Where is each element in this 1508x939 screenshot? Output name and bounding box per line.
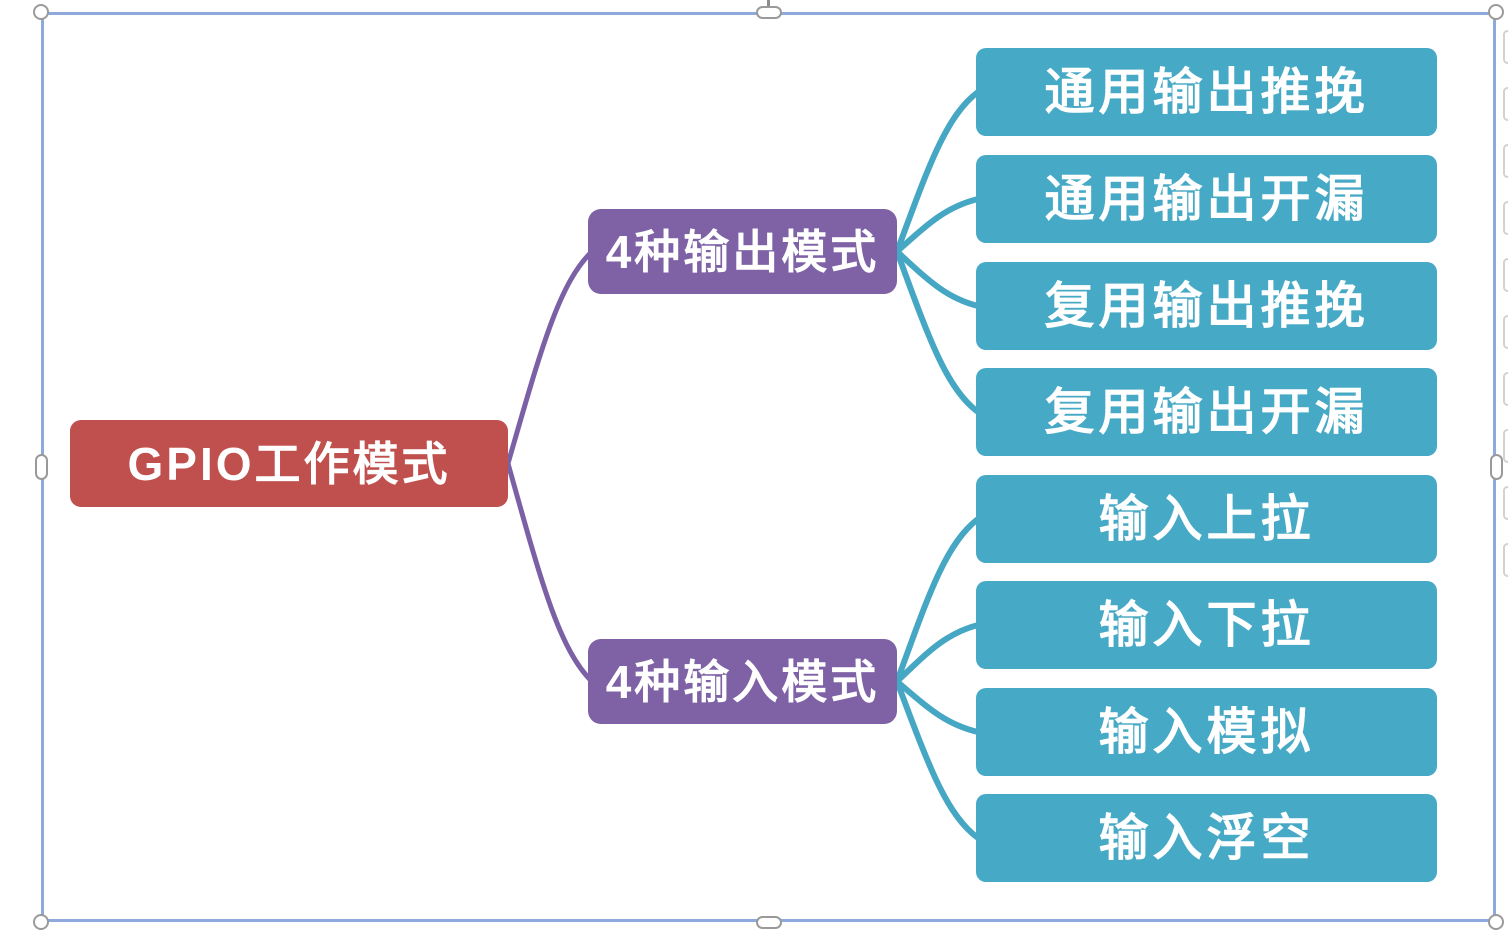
leaf-node-input-analog[interactable]: 输入模拟	[976, 688, 1437, 776]
cutoff-shape-edge	[1503, 30, 1508, 64]
leaf-node-label: 复用输出开漏	[1044, 384, 1369, 440]
leaf-node-input-floating[interactable]: 输入浮空	[976, 794, 1437, 882]
rotate-handle[interactable]	[767, 0, 770, 9]
leaf-node-general-output-opendrain[interactable]: 通用输出开漏	[976, 155, 1437, 243]
cutoff-shape-edge	[1503, 429, 1508, 463]
leaf-node-label: 输入上拉	[1098, 491, 1315, 547]
leaf-node-label: 输入模拟	[1098, 704, 1315, 760]
resize-handle-bottom-center[interactable]	[756, 916, 782, 929]
leaf-node-label: 通用输出开漏	[1044, 171, 1369, 227]
resize-handle-middle-left[interactable]	[35, 454, 48, 480]
branch-node-output-modes[interactable]: 4种输出模式	[588, 209, 897, 294]
leaf-node-label: 通用输出推挽	[1044, 64, 1369, 120]
cutoff-shape-edge	[1503, 201, 1508, 235]
cutoff-shape-edge	[1503, 315, 1508, 349]
root-node-gpio-modes[interactable]: GPIO工作模式	[70, 420, 508, 507]
leaf-node-label: 输入浮空	[1098, 810, 1315, 866]
resize-handle-bottom-right[interactable]	[1488, 914, 1504, 930]
branch-node-label: 4种输入模式	[605, 655, 880, 708]
resize-handle-bottom-left[interactable]	[33, 914, 49, 930]
resize-handle-middle-right[interactable]	[1490, 454, 1503, 480]
leaf-node-input-pullup[interactable]: 输入上拉	[976, 475, 1437, 563]
cutoff-shape-edge	[1503, 543, 1508, 577]
cutoff-shape-edge	[1503, 486, 1508, 520]
branch-node-label: 4种输出模式	[605, 225, 880, 278]
leaf-node-input-pulldown[interactable]: 输入下拉	[976, 581, 1437, 669]
leaf-node-general-output-pushpull[interactable]: 通用输出推挽	[976, 48, 1437, 136]
leaf-node-alternate-output-opendrain[interactable]: 复用输出开漏	[976, 368, 1437, 456]
root-node-label: GPIO工作模式	[127, 437, 451, 490]
leaf-node-alternate-output-pushpull[interactable]: 复用输出推挽	[976, 262, 1437, 350]
cutoff-shape-edge	[1503, 144, 1508, 178]
cutoff-shape-edge	[1503, 372, 1508, 406]
resize-handle-top-center[interactable]	[756, 6, 782, 19]
resize-handle-top-left[interactable]	[33, 4, 49, 20]
leaf-node-label: 输入下拉	[1098, 597, 1315, 653]
resize-handle-top-right[interactable]	[1488, 4, 1504, 20]
branch-node-input-modes[interactable]: 4种输入模式	[588, 639, 897, 724]
cutoff-shape-edge	[1503, 87, 1508, 121]
cutoff-shape-edge	[1503, 258, 1508, 292]
leaf-node-label: 复用输出推挽	[1044, 278, 1369, 334]
